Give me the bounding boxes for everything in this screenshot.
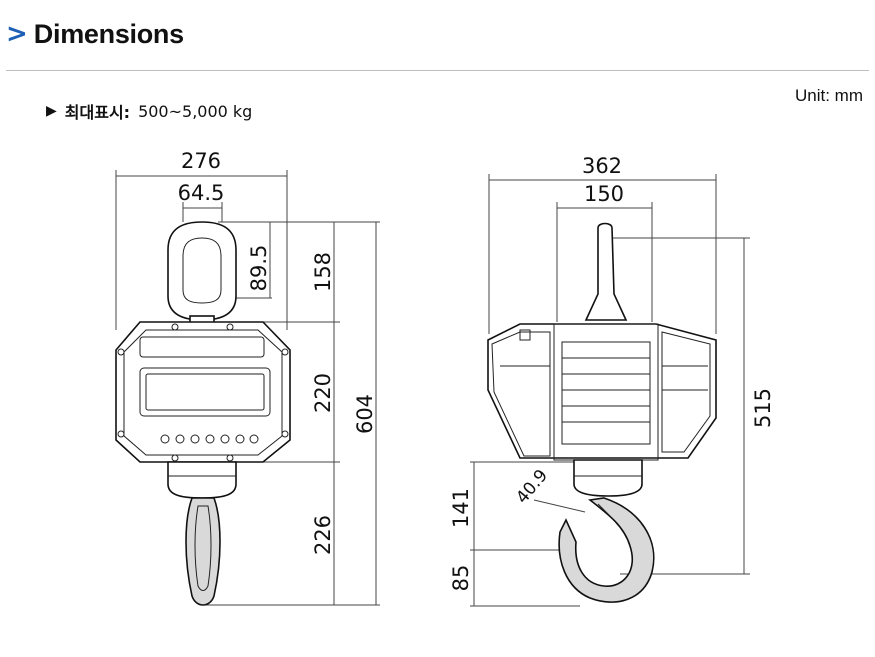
side-width-total: 362 (582, 154, 622, 178)
divider (6, 70, 869, 71)
side-hook-bottom: 85 (449, 565, 473, 592)
front-view: 276 64.5 89.5 158 220 604 226 (115, 149, 380, 606)
front-total-height: 604 (353, 394, 377, 434)
front-eye-width: 64.5 (178, 181, 225, 205)
unit-label: Unit: mm (795, 86, 863, 105)
front-body-height: 220 (311, 373, 335, 413)
capacity-label: 최대표시: (64, 103, 131, 122)
capacity-value: 500~5,000 kg (138, 101, 253, 121)
front-eye-section: 158 (311, 252, 335, 292)
chevron-right-icon: > (6, 19, 28, 49)
section-header: > Dimensions (6, 14, 184, 54)
capacity-spec: ▶ 최대표시: 500~5,000 kg (46, 99, 252, 123)
front-eye-height: 89.5 (247, 245, 271, 292)
side-view: 362 150 515 40.9 141 85 (449, 154, 775, 607)
front-width-total: 276 (181, 149, 221, 173)
page-title: Dimensions (33, 18, 184, 49)
front-hook-section: 226 (311, 515, 335, 555)
triangle-bullet-icon: ▶ (46, 103, 57, 119)
side-top-width: 150 (584, 182, 624, 206)
side-hook-gap: 40.9 (512, 466, 552, 508)
side-height: 515 (751, 388, 775, 428)
side-hook-depth: 141 (449, 488, 473, 528)
